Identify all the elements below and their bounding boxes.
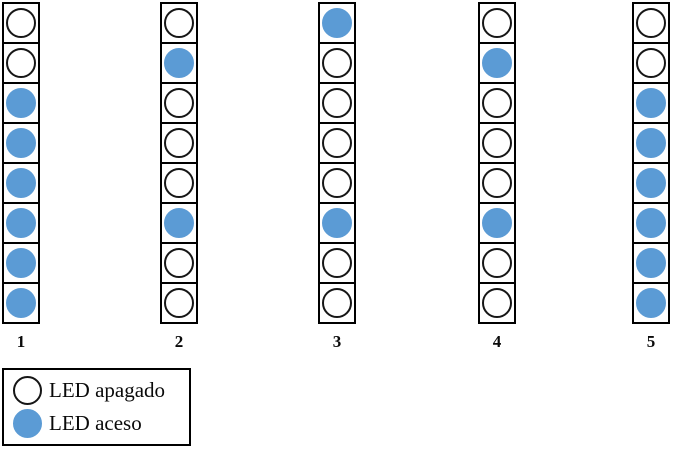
legend: LED apagado LED aceso (2, 368, 191, 446)
led-off-icon (322, 48, 352, 78)
led-cell (320, 244, 354, 284)
led-cell (4, 244, 38, 284)
led-off-icon (322, 128, 352, 158)
led-off-icon (482, 168, 512, 198)
led-cell (320, 204, 354, 244)
led-off-icon (164, 288, 194, 318)
led-off-icon (322, 248, 352, 278)
led-cell (162, 84, 196, 124)
led-cell (320, 4, 354, 44)
led-cell (634, 164, 668, 204)
led-column-2 (160, 2, 198, 324)
led-on-icon (636, 128, 666, 158)
column-label-4: 4 (492, 332, 502, 351)
led-on-icon (6, 208, 36, 238)
led-off-icon (6, 48, 36, 78)
led-cell (4, 164, 38, 204)
led-on-icon (636, 168, 666, 198)
led-off-icon (482, 128, 512, 158)
led-on-icon (6, 248, 36, 278)
led-cell (162, 124, 196, 164)
led-on-icon (164, 208, 194, 238)
led-cell (320, 84, 354, 124)
led-off-icon (164, 88, 194, 118)
led-on-icon (6, 168, 36, 198)
led-off-icon (164, 248, 194, 278)
led-column-3 (318, 2, 356, 324)
led-cell (480, 44, 514, 84)
led-cell (4, 44, 38, 84)
led-cell (480, 4, 514, 44)
legend-label-off: LED apagado (49, 378, 166, 402)
column-label-5: 5 (646, 332, 656, 351)
legend-label-on: LED aceso (49, 411, 142, 435)
led-cell (4, 284, 38, 322)
led-cell (480, 84, 514, 124)
led-on-icon (164, 48, 194, 78)
led-off-icon (164, 8, 194, 38)
led-cell (320, 124, 354, 164)
led-off-icon (322, 168, 352, 198)
led-cell (634, 284, 668, 322)
led-cell (162, 244, 196, 284)
led-off-icon (636, 48, 666, 78)
led-cell (162, 44, 196, 84)
column-label-2: 2 (174, 332, 184, 351)
legend-item-on: LED aceso (13, 409, 185, 438)
led-cell (634, 244, 668, 284)
led-on-icon (13, 409, 42, 438)
led-cell (634, 4, 668, 44)
led-off-icon (482, 248, 512, 278)
led-cell (4, 84, 38, 124)
led-cell (4, 4, 38, 44)
led-on-icon (482, 208, 512, 238)
led-cell (634, 84, 668, 124)
led-column-1 (2, 2, 40, 324)
led-cell (162, 4, 196, 44)
led-cell (162, 204, 196, 244)
legend-item-off: LED apagado (13, 376, 185, 405)
led-on-icon (636, 288, 666, 318)
led-cell (320, 44, 354, 84)
column-label-1: 1 (16, 332, 26, 351)
led-off-icon (6, 8, 36, 38)
led-cell (480, 284, 514, 322)
led-cell (480, 124, 514, 164)
led-off-icon (482, 288, 512, 318)
led-off-icon (13, 376, 42, 405)
led-off-icon (164, 128, 194, 158)
led-column-4 (478, 2, 516, 324)
led-off-icon (636, 8, 666, 38)
led-column-5 (632, 2, 670, 324)
led-on-icon (636, 88, 666, 118)
led-off-icon (482, 8, 512, 38)
led-off-icon (322, 88, 352, 118)
led-cell (4, 124, 38, 164)
led-cell (480, 164, 514, 204)
led-off-icon (482, 88, 512, 118)
led-off-icon (322, 288, 352, 318)
led-cell (634, 124, 668, 164)
led-cell (320, 164, 354, 204)
column-label-3: 3 (332, 332, 342, 351)
led-cell (4, 204, 38, 244)
led-cell (320, 284, 354, 322)
led-on-icon (6, 128, 36, 158)
led-cell (634, 204, 668, 244)
led-on-icon (636, 248, 666, 278)
led-cell (480, 244, 514, 284)
led-cell (480, 204, 514, 244)
led-on-icon (636, 208, 666, 238)
led-on-icon (482, 48, 512, 78)
led-on-icon (6, 288, 36, 318)
led-off-icon (164, 168, 194, 198)
led-on-icon (322, 208, 352, 238)
led-on-icon (322, 8, 352, 38)
led-cell (162, 164, 196, 204)
led-cell (634, 44, 668, 84)
led-cell (162, 284, 196, 322)
led-on-icon (6, 88, 36, 118)
